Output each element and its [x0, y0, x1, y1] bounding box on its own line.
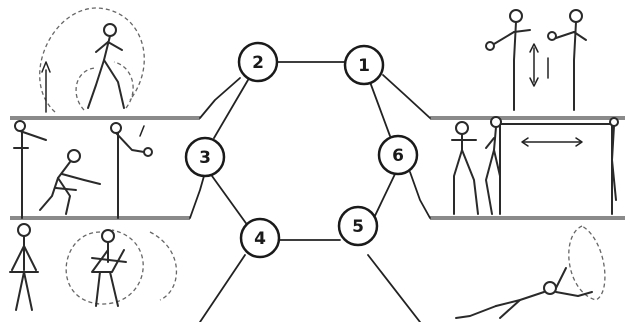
station-6: 6: [377, 134, 419, 176]
right-top-figure-1: [485, 9, 531, 111]
right-room-bands: [430, 116, 625, 220]
station-1-label: 1: [358, 56, 370, 76]
station-6-circle: [377, 134, 419, 176]
left-room-posts: [13, 127, 119, 219]
station-2: 2: [237, 41, 279, 83]
station-1: 1: [343, 44, 385, 86]
right-room-figure-3: [609, 117, 619, 201]
connector-lines: [189, 61, 431, 322]
bottom-left-figure-1: [9, 223, 39, 311]
station-4-circle: [239, 217, 281, 259]
station-5: 5: [337, 205, 379, 247]
station-5-circle: [337, 205, 379, 247]
station-5-label: 5: [352, 217, 364, 237]
bottom-left-figure-2: [65, 229, 178, 307]
station-1-circle: [343, 44, 385, 86]
post-figure-right: [110, 122, 153, 157]
jump-rope-figure: [39, 7, 145, 113]
up-down-arrow: [529, 43, 549, 87]
right-room-figure-2: [485, 116, 502, 215]
rope-arc: [39, 7, 145, 113]
station-2-circle: [237, 41, 279, 83]
up-arrow-head: [41, 61, 51, 73]
station-6-label: 6: [392, 146, 404, 166]
station-3: 3: [184, 136, 226, 178]
station-4-label: 4: [254, 229, 266, 249]
station-2-label: 2: [252, 53, 264, 73]
small-arrow: [139, 125, 145, 137]
crouching-figure: [39, 149, 101, 215]
lying-figure: [455, 225, 606, 319]
station-4: 4: [239, 217, 281, 259]
right-room-figure-1: [451, 121, 479, 215]
station-3-circle: [184, 136, 226, 178]
left-room-bands: [10, 116, 200, 220]
bench-box: [499, 123, 613, 215]
post-figure-left: [14, 120, 47, 141]
right-top-figure-2: [547, 9, 587, 111]
station-3-label: 3: [199, 148, 211, 168]
